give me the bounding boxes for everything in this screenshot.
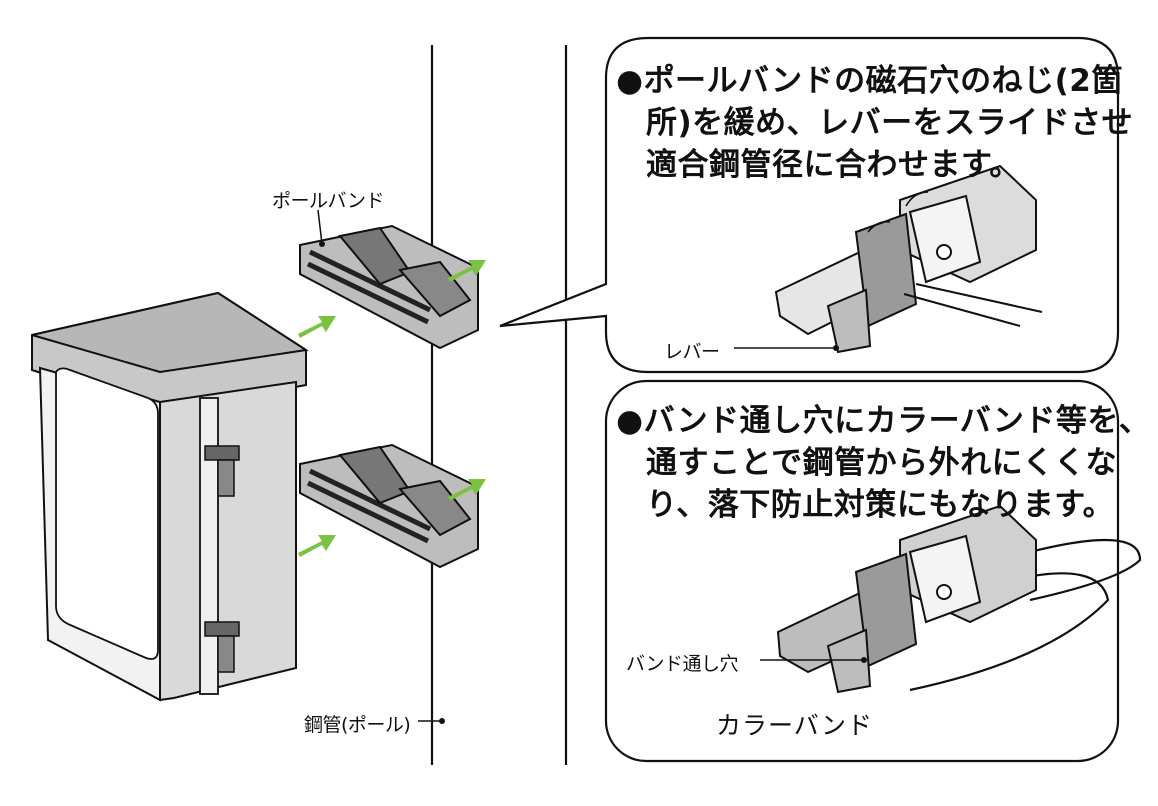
bullet-icon: ●: [616, 63, 644, 99]
pole-band-label: ポールバンド: [272, 190, 384, 212]
top-callout-line-3: 適合鋼管径に合わせます。: [646, 147, 1021, 183]
collar-band-detail-illustration: [776, 504, 1142, 694]
pole-band-leader: [317, 209, 323, 245]
bottom-callout-text: ●バンド通し穴にカラーバンド等を、 通すことで鋼管から外れにくくな り、落下防止…: [616, 400, 1150, 526]
top-callout-line-1: ●ポールバンドの磁石穴のねじ(2箇: [616, 63, 1123, 99]
bullet-icon: ●: [616, 403, 644, 439]
steel-pipe-label: 鋼管(ポール): [304, 714, 411, 736]
band-hole-label: バンド通し穴: [626, 653, 738, 675]
lever-label: レバー: [664, 341, 720, 363]
enclosure-box: [31, 291, 309, 702]
bottom-callout-line-2: 通すことで鋼管から外れにくくな: [646, 445, 1117, 481]
top-callout-line-2: 所)を緩め、レバーをスライドさせ: [646, 105, 1134, 141]
top-callout-panel: [499, 36, 1120, 374]
top-callout-text: ●ポールバンドの磁石穴のねじ(2箇 所)を緩め、レバーをスライドさせ 適合鋼管径…: [616, 60, 1133, 186]
lever-detail-illustration: [774, 164, 1043, 354]
mount-arrow-lower-right: [448, 479, 486, 501]
collar-band-label: カラーバンド: [716, 711, 874, 740]
mount-arrow-upper-left: [298, 316, 336, 338]
mount-arrow-lower-left: [298, 535, 336, 557]
bottom-callout-line-1: ●バンド通し穴にカラーバンド等を、: [616, 403, 1151, 439]
pole-band-top: [299, 224, 479, 350]
bottom-callout-line-3: り、落下防止対策にもなります。: [646, 487, 1115, 523]
pole-band-bottom: [299, 443, 479, 569]
mount-arrow-upper-right: [448, 260, 486, 282]
